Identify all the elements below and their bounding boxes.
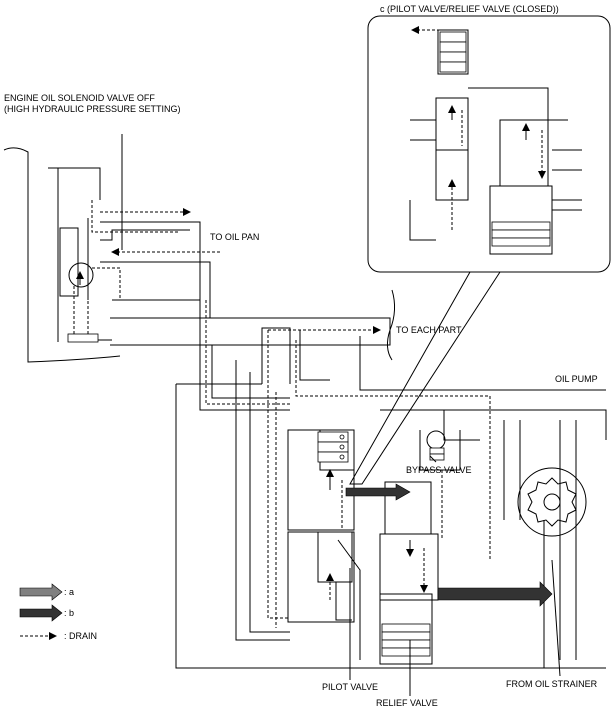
bypass-valve-label: BYPASS VALVE: [406, 465, 472, 475]
legend-label-a: : a: [64, 587, 74, 597]
pilot-spring: [317, 431, 349, 463]
oil-pump-section: [175, 327, 607, 669]
to-oil-pan-label: TO OIL PAN: [210, 232, 259, 242]
bypass-valve: [419, 430, 461, 471]
relief-valve-label: RELIEF VALVE: [376, 698, 438, 708]
inset-title: c (PILOT VALVE/RELIEF VALVE (CLOSED)): [380, 4, 559, 14]
to-each-part-label: TO EACH PART: [396, 325, 462, 335]
oil-pump-gear: [517, 467, 587, 537]
detail-inset: [349, 15, 611, 485]
passage-to-each-part: [110, 289, 396, 361]
relief-valve: [379, 470, 443, 665]
legend-label-b: : b: [64, 608, 74, 618]
pilot-valve: [287, 429, 361, 660]
solenoid-title-line2: (HIGH HYDRAULIC PRESSURE SETTING): [4, 104, 181, 114]
connecting-passages: [199, 300, 290, 641]
oil-pump-label: OIL PUMP: [555, 374, 598, 384]
flow-arrow-b-1: [345, 483, 411, 501]
flow-arrow-b-2: [437, 581, 553, 607]
solenoid-title-line1: ENGINE OIL SOLENOID VALVE OFF: [4, 93, 155, 103]
legend-arrow-a: [19, 583, 63, 601]
solenoid-valve-section: [3, 134, 391, 363]
pilot-valve-label: PILOT VALVE: [322, 682, 378, 692]
solenoid-ball: [68, 262, 94, 288]
legend-arrow-b: [19, 604, 63, 622]
legend-label-drain: : DRAIN: [64, 631, 97, 641]
from-oil-strainer-label: FROM OIL STRAINER: [506, 679, 598, 689]
